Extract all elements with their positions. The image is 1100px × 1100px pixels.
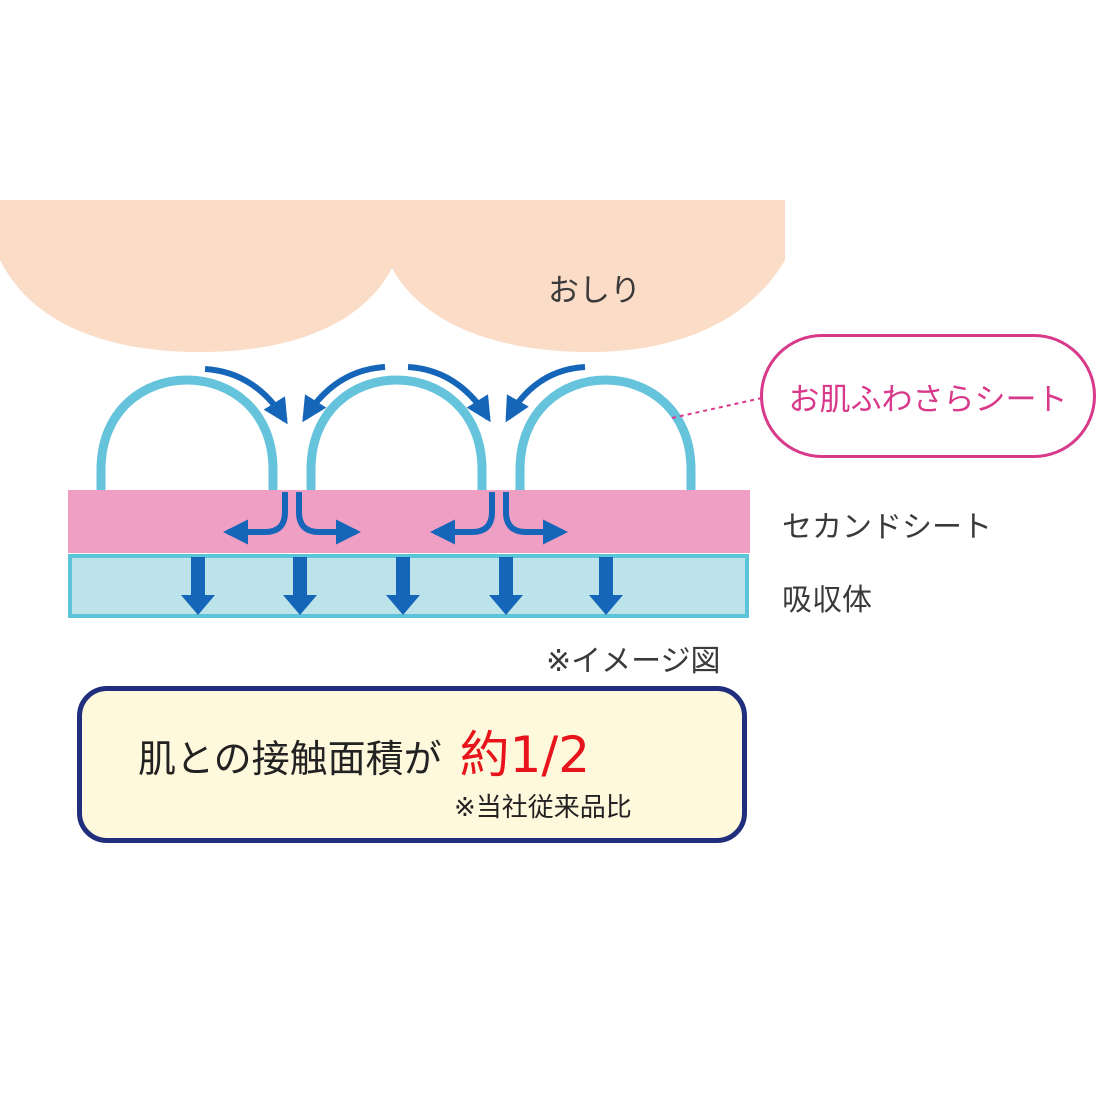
leader-line bbox=[671, 397, 763, 419]
down-arrow bbox=[283, 557, 317, 615]
buttocks-label: おしり bbox=[548, 273, 641, 309]
image-note: ※イメージ図 bbox=[546, 644, 721, 679]
callout-highlight: 約1/2 bbox=[459, 726, 591, 784]
top-sheet-label: お肌ふわさらシート bbox=[788, 381, 1068, 418]
callout-text: 肌との接触面積が bbox=[138, 737, 442, 781]
top-sheet-arch bbox=[96, 375, 278, 490]
callout-headline: 肌との接触面積が 約1/2 bbox=[138, 715, 590, 787]
spread-stem bbox=[429, 492, 495, 545]
top-sheet-arch bbox=[306, 375, 487, 490]
spread-stem bbox=[296, 492, 362, 545]
down-arrow bbox=[589, 557, 623, 615]
curved-arrow bbox=[302, 364, 386, 423]
down-arrow bbox=[386, 557, 420, 615]
second-sheet-label: セカンドシート bbox=[782, 510, 992, 545]
curved-arrow bbox=[407, 364, 491, 423]
second-sheet-layer bbox=[68, 490, 750, 553]
curved-arrow bbox=[505, 364, 586, 423]
spread-stem bbox=[222, 492, 288, 545]
curved-arrow bbox=[204, 366, 288, 425]
spread-stem bbox=[503, 492, 569, 545]
down-arrow bbox=[489, 557, 523, 615]
callout-note: ※当社従来品比 bbox=[454, 793, 632, 823]
top-sheet-arch bbox=[515, 375, 696, 490]
buttocks-shape bbox=[0, 200, 785, 352]
contact-area-callout: 肌との接触面積が 約1/2 ※当社従来品比 bbox=[77, 686, 747, 843]
down-arrow bbox=[181, 557, 215, 615]
absorber-label: 吸収体 bbox=[782, 583, 872, 618]
top-sheet-callout: お肌ふわさらシート bbox=[760, 334, 1096, 458]
